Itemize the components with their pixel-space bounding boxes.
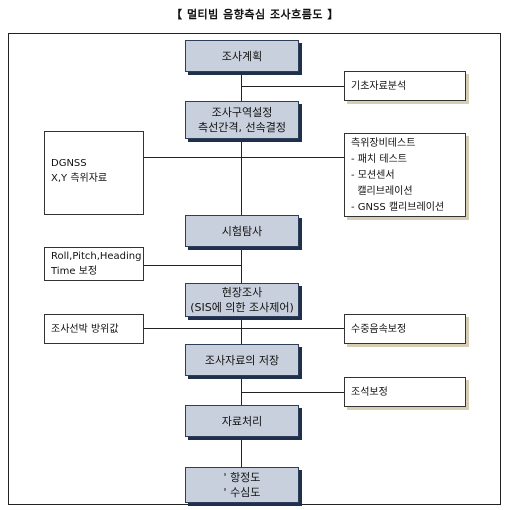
sound-velocity-label: 수중음속보정 [351, 323, 407, 335]
data-storage-label: 조사자료의 저장 [204, 353, 280, 367]
motion-sensor-item: - 모션센서 [351, 170, 395, 181]
dgnss-label: DGNSS [51, 158, 87, 169]
xy-position-label: X,Y 측위자료 [51, 173, 108, 184]
sound-velocity-box: 수중음속보정 [344, 314, 466, 344]
roll-pitch-box: Roll,Pitch,Heading Time 보정 [44, 247, 144, 281]
vessel-heading-box: 조사선박 방위값 [44, 314, 144, 344]
calibration-box: 측위장비테스트 - 패치 테스트 - 모션센서 캘리브레이션 - GNSS 캘리… [344, 133, 466, 217]
gnss-calibration-item: - GNSS 캘리브레이션 [351, 202, 445, 213]
survey-plan-box: 조사계획 [185, 40, 299, 72]
motion-calibration-item: 캘리브레이션 [351, 186, 413, 197]
connector-heading-sound [144, 328, 344, 329]
time-correction-label: Time 보정 [51, 266, 98, 277]
depth-chart-label: ' 수심도 [223, 486, 261, 499]
sis-control-label: (SIS에 의한 조사제어) [190, 301, 294, 314]
survey-area-box: 조사구역설정 측선간격, 선속결정 [185, 101, 299, 139]
diagram-title: 【 멀티빔 음향측심 조사흐름도 】 [171, 8, 339, 21]
calibration-title: 측위장비테스트 [351, 138, 416, 149]
field-survey-label: 현장조사 [221, 286, 263, 299]
tide-correction-box: 조석보정 [344, 377, 466, 407]
dgnss-box: DGNSS X,Y 측위자료 [44, 131, 144, 215]
main-flow-connector [241, 72, 242, 472]
survey-plan-label: 조사계획 [221, 49, 263, 63]
line-spacing-label: 측선간격, 선속결정 [198, 121, 286, 134]
connector-roll [144, 265, 242, 266]
output-box: ' 항정도 ' 수심도 [185, 467, 299, 503]
tide-correction-label: 조석보정 [351, 386, 388, 398]
survey-area-label: 조사구역설정 [211, 106, 273, 119]
data-processing-box: 자료처리 [185, 405, 299, 437]
connector-basic [242, 86, 344, 87]
test-survey-label: 시험탐사 [221, 224, 263, 238]
track-chart-label: ' 항정도 [223, 471, 261, 484]
connector-dgnss-calibration [144, 157, 344, 158]
basic-analysis-box: 기초자료분석 [344, 71, 466, 101]
patch-test-item: - 패치 테스트 [351, 154, 407, 165]
diagram-frame [8, 33, 501, 505]
basic-analysis-label: 기초자료분석 [351, 80, 407, 92]
roll-pitch-heading-label: Roll,Pitch,Heading [51, 251, 142, 262]
connector-tide [242, 392, 344, 393]
data-storage-box: 조사자료의 저장 [185, 344, 299, 376]
test-survey-box: 시험탐사 [185, 215, 299, 247]
field-survey-box: 현장조사 (SIS에 의한 조사제어) [185, 283, 299, 317]
vessel-heading-label: 조사선박 방위값 [51, 323, 119, 335]
data-processing-label: 자료처리 [221, 414, 263, 428]
